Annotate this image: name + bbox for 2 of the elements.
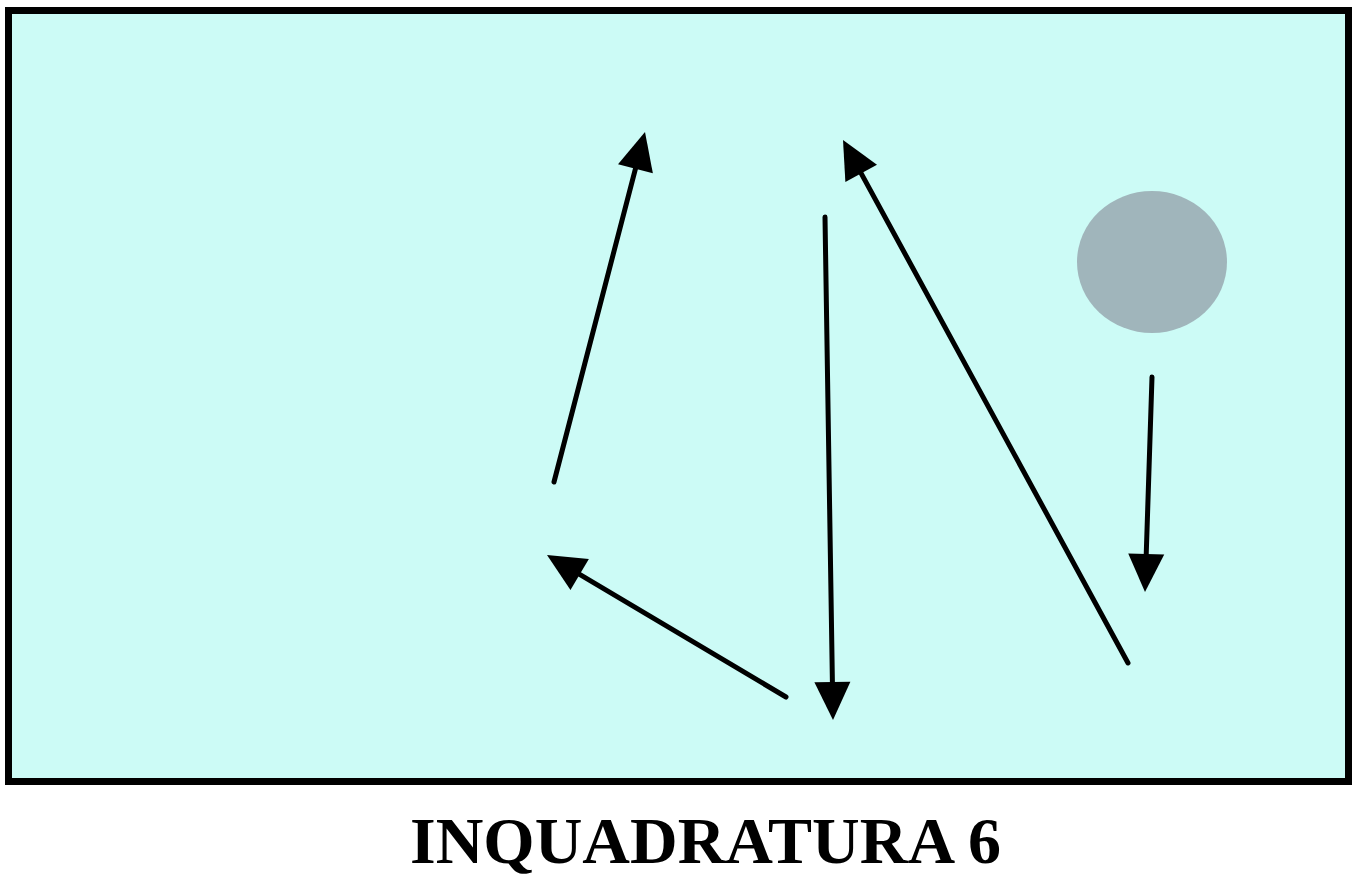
caption: INQUADRATURA 6 <box>410 806 1001 874</box>
circle-shape <box>1077 191 1227 333</box>
